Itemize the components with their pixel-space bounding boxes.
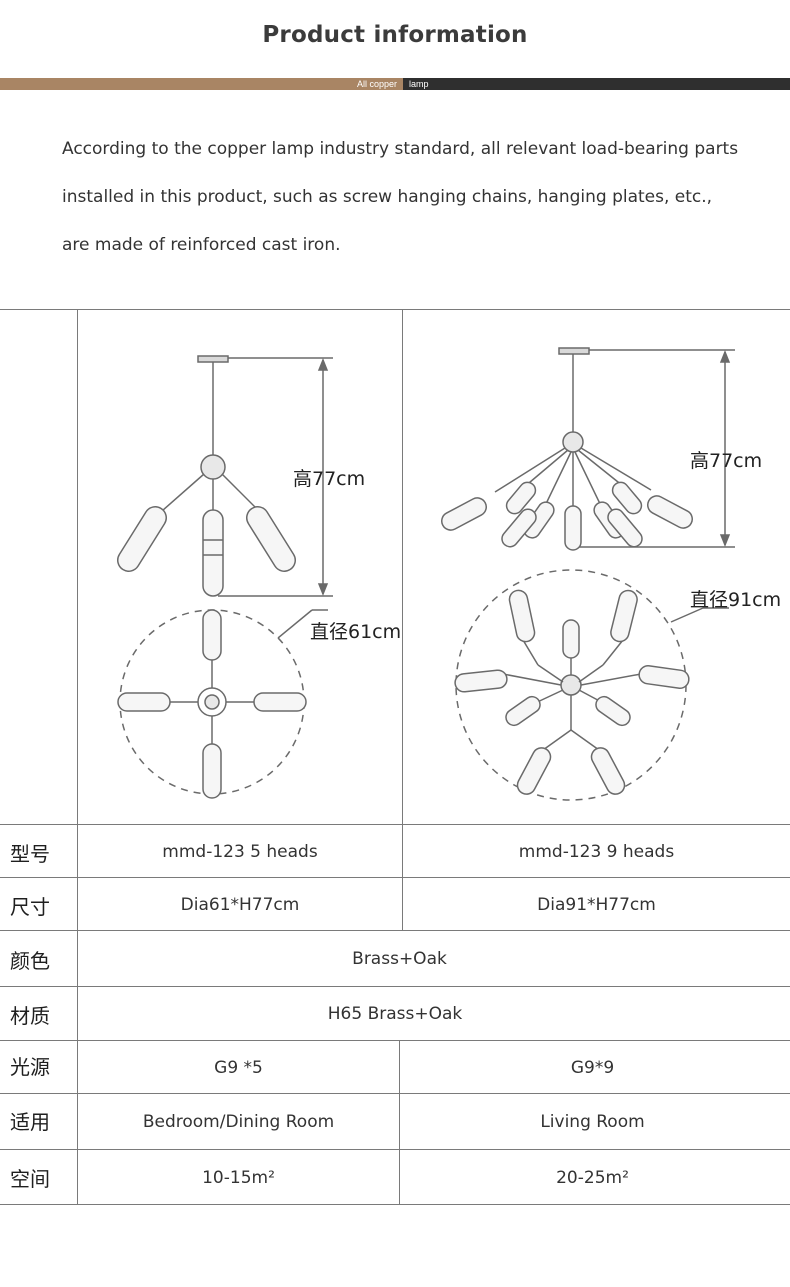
- column-divider: [399, 1040, 400, 1204]
- table-divider: [0, 1040, 790, 1041]
- column-divider: [402, 309, 403, 930]
- band-left-label: All copper: [356, 79, 397, 89]
- material-value: H65 Brass+Oak: [327, 1004, 463, 1024]
- diameter-dimension-right: 直径91cm: [690, 589, 782, 611]
- intro-line-2: installed in this product, such as screw…: [62, 187, 713, 207]
- table-bottom-border: [0, 1204, 790, 1205]
- table-divider: [0, 824, 790, 825]
- table-divider: [0, 1093, 790, 1094]
- spec-label-material: 材质: [10, 1004, 50, 1028]
- size-left: Dia61*H77cm: [180, 895, 300, 915]
- table-divider: [0, 930, 790, 931]
- spec-label-light: 光源: [10, 1055, 50, 1079]
- spec-label-model: 型号: [10, 842, 50, 866]
- table-divider: [0, 986, 790, 987]
- band-right: lamp: [403, 78, 790, 90]
- height-dimension-right: 高77cm: [690, 450, 763, 472]
- page-title: Product information: [262, 22, 528, 48]
- header-band: All copper lamp: [0, 78, 790, 90]
- space-right: 20-25m²: [556, 1168, 629, 1188]
- model-left: mmd-123 5 heads: [162, 842, 318, 862]
- intro-text: According to the copper lamp industry st…: [62, 133, 762, 277]
- table-top-border: [0, 309, 790, 310]
- intro-line-1: According to the copper lamp industry st…: [62, 139, 739, 159]
- band-left: All copper: [0, 78, 403, 90]
- diameter-dimension-left: 直径61cm: [310, 621, 402, 643]
- color-value: Brass+Oak: [352, 949, 447, 969]
- table-divider: [0, 1149, 790, 1150]
- usage-right: Living Room: [540, 1112, 645, 1132]
- model-right: mmd-123 9 heads: [518, 842, 675, 862]
- spec-label-color: 颜色: [10, 949, 50, 973]
- label-column-divider: [77, 309, 78, 1204]
- size-right: Dia91*H77cm: [537, 895, 656, 915]
- table-divider: [0, 877, 790, 878]
- spec-label-usage: 适用: [10, 1110, 50, 1134]
- light-left: G9 *5: [214, 1058, 263, 1078]
- intro-line-3: are made of reinforced cast iron.: [62, 235, 341, 255]
- lamp-5-heads-diagram: [117, 355, 333, 799]
- spec-label-size: 尺寸: [10, 895, 50, 919]
- light-right: G9*9: [570, 1058, 615, 1078]
- space-left: 10-15m²: [202, 1168, 275, 1188]
- height-dimension-left: 高77cm: [293, 468, 366, 490]
- spec-label-space: 空间: [10, 1167, 50, 1191]
- band-right-label: lamp: [409, 79, 429, 89]
- lamp-9-heads-diagram: [441, 347, 735, 801]
- usage-left: Bedroom/Dining Room: [142, 1112, 335, 1132]
